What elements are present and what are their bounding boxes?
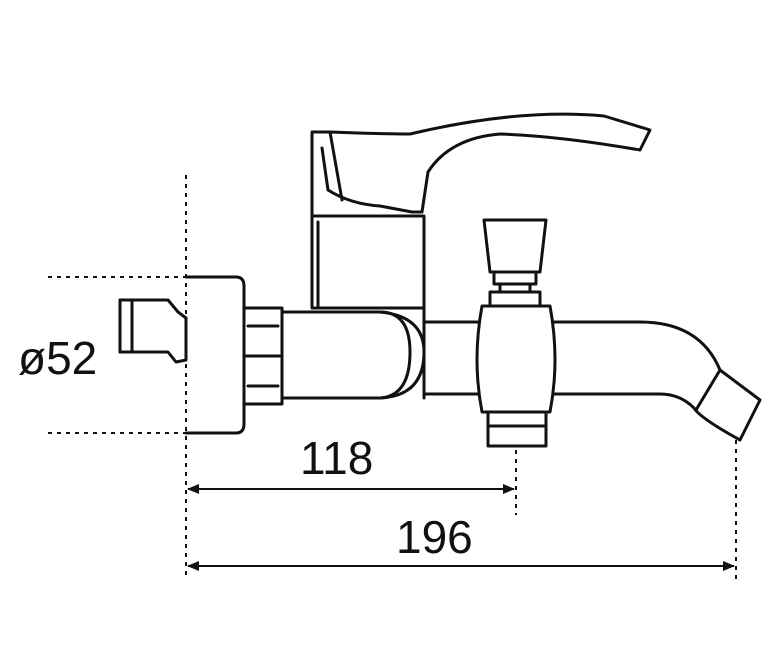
spout-pipe [422,320,762,442]
length-label-118: 118 [300,432,373,484]
inlet-connector [118,298,188,364]
hex-nut [242,306,284,406]
wall-flange [184,275,246,435]
mixer-body [280,214,426,400]
length-label-196: 196 [396,511,473,563]
diverter-housing [475,304,557,448]
lever-handle-edge [328,130,344,202]
lever-handle [310,112,652,218]
diameter-label: ø52 [18,332,97,384]
diverter-knob [482,218,548,308]
